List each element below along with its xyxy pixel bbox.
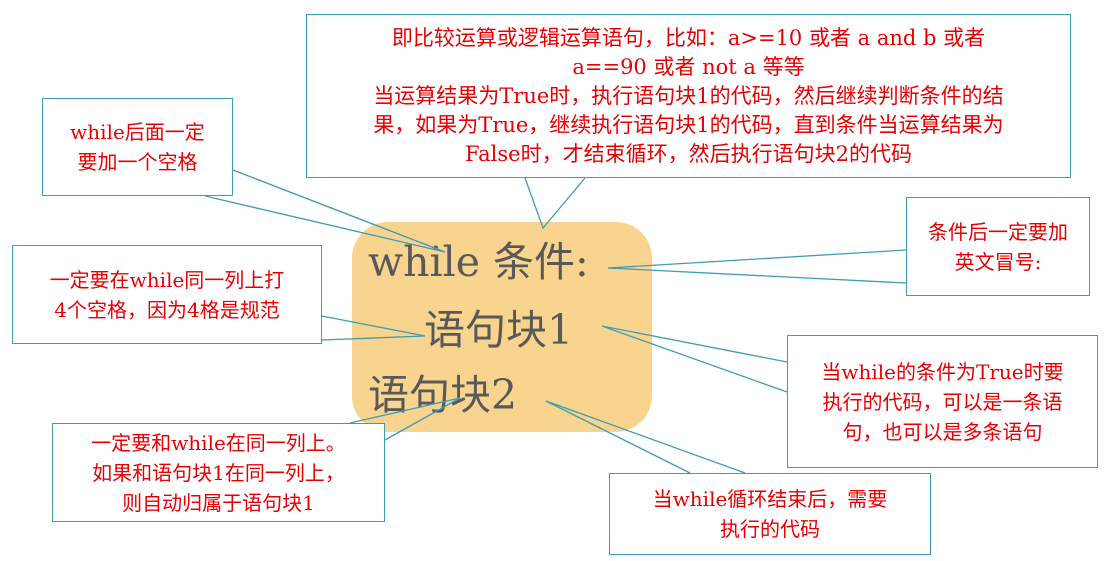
callout-indent: 一定要在while同一列上打 4个空格，因为4格是规范	[12, 245, 322, 344]
callout-line: 则自动归属于语句块1	[122, 490, 315, 515]
callout-line: 条件后一定要加	[928, 219, 1068, 244]
callout-statement-block-1: 当while的条件为True时要 执行的代码，可以是一条语 句，也可以是多条语句	[787, 335, 1098, 468]
callout-line: a==90 或者 not a 等等	[572, 54, 805, 79]
callout-condition: 即比较运算或逻辑运算语句，比如：a>=10 或者 a and b 或者 a==9…	[306, 14, 1071, 178]
callout-line: 当while的条件为True时要	[821, 359, 1064, 384]
while-syntax-block: while 条件: 语句块1 语句块2	[352, 222, 652, 432]
callout-line: 当运算结果为True时，执行语句块1的代码，然后继续判断条件的结	[373, 83, 1004, 108]
callout-line: False时，才结束循环，然后执行语句块2的代码	[465, 141, 912, 166]
callout-line: 一定要和while在同一列上。	[91, 430, 346, 455]
callout-statement-block-2-alignment: 一定要和while在同一列上。 如果和语句块1在同一列上， 则自动归属于语句块1	[52, 423, 385, 522]
callout-line: 当while循环结束后，需要	[652, 487, 888, 511]
callout-colon: 条件后一定要加 英文冒号:	[906, 197, 1090, 296]
pointer-colon	[607, 249, 907, 284]
callout-line: while后面一定	[70, 120, 205, 144]
callout-line: 要加一个空格	[77, 150, 198, 174]
callout-line: 英文冒号:	[954, 249, 1042, 274]
callout-line: 即比较运算或逻辑运算语句，比如：a>=10 或者 a and b 或者	[391, 25, 986, 50]
callout-line: 一定要在while同一列上打	[49, 267, 285, 292]
callout-statement-block-2-after-loop: 当while循环结束后，需要 执行的代码	[609, 473, 931, 555]
callout-line: 如果和语句块1在同一列上，	[92, 460, 345, 485]
callout-line: 句，也可以是多条语句	[842, 419, 1043, 444]
pointer-condition	[524, 177, 586, 230]
callout-line: 4个空格，因为4格是规范	[54, 297, 280, 322]
statement-block-2-line: 语句块2	[368, 371, 518, 419]
while-condition-line: while 条件:	[368, 238, 589, 286]
statement-block-1-line: 语句块1	[424, 306, 574, 354]
callout-line: 执行的代码，可以是一条语	[822, 389, 1063, 414]
callout-line: 果，如果为True，继续执行语句块1的代码，直到条件当运算结果为	[373, 112, 1004, 137]
callout-line: 执行的代码	[720, 517, 820, 541]
callout-space-after-while: while后面一定 要加一个空格	[42, 98, 233, 196]
